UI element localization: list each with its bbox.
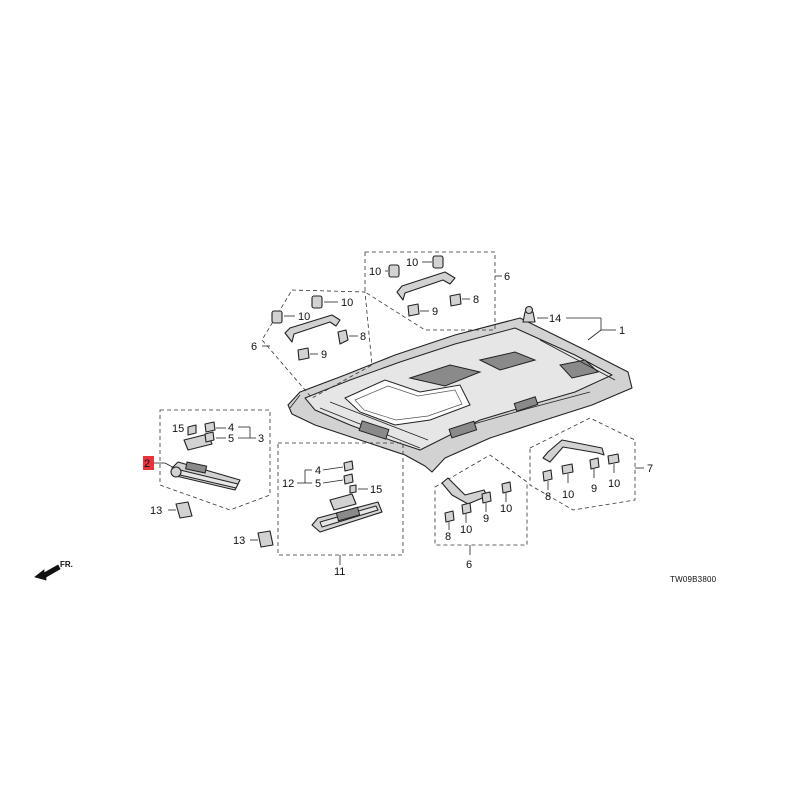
callout-10-r-a: 10 xyxy=(562,489,574,501)
callout-6-b: 6 xyxy=(466,559,472,571)
screw-15-icon xyxy=(349,484,357,494)
center-sunvisor-kit: 4 5 12 15 11 13 xyxy=(233,442,404,578)
left-sunvisor-kit: 2 15 4 5 3 13 xyxy=(143,409,271,519)
callout-10-r-b: 10 xyxy=(608,478,620,490)
cap-5-icon xyxy=(343,473,354,485)
callout-11: 11 xyxy=(334,566,345,578)
cap-5-icon xyxy=(204,431,215,443)
clip-8-icon xyxy=(444,510,455,523)
callout-2: 2 xyxy=(144,458,150,470)
callout-9-r: 9 xyxy=(591,483,597,495)
callout-6-tr: 6 xyxy=(504,271,510,283)
clip-8-icon xyxy=(449,293,462,307)
cap-4-icon xyxy=(343,460,354,472)
cover-10-icon xyxy=(501,481,512,494)
cover-10-icon xyxy=(271,310,283,324)
front-direction-arrow: FR. xyxy=(34,560,73,581)
cover-10-icon xyxy=(388,264,400,278)
callout-1: 1 xyxy=(619,325,625,337)
callout-3: 3 xyxy=(258,433,264,445)
callout-10-b-a: 10 xyxy=(460,524,472,536)
callout-9-b: 9 xyxy=(483,513,489,525)
callout-8-tl: 8 xyxy=(360,331,366,343)
highlight-part-2 xyxy=(143,456,154,470)
callout-5-m: 5 xyxy=(315,478,321,490)
callout-10-tr-a: 10 xyxy=(369,266,381,278)
grab-handle-kit-top-left: 10 10 8 9 6 xyxy=(251,289,373,399)
callout-15-m: 15 xyxy=(370,484,382,496)
cover-10-icon xyxy=(432,255,444,269)
cover-10-icon xyxy=(607,453,620,465)
grab-handle-kit-right: 8 10 9 10 7 xyxy=(529,417,653,511)
front-arrow-label: FR. xyxy=(60,560,73,569)
callout-13-l: 13 xyxy=(150,505,162,517)
callout-8-b: 8 xyxy=(445,531,451,543)
diagram-code: TW09B3800 xyxy=(670,575,717,584)
callout-8-r: 8 xyxy=(545,491,551,503)
callout-12: 12 xyxy=(282,478,294,490)
headlining-panel xyxy=(287,305,633,473)
grab-handle-kit-top-right: 10 10 8 9 6 xyxy=(364,251,510,331)
cover-10-icon xyxy=(561,463,574,475)
clip-8-icon xyxy=(337,329,349,345)
cover-10-icon xyxy=(311,295,323,309)
clip-9-icon xyxy=(297,347,310,361)
holder-13-center-icon xyxy=(257,530,274,548)
callout-9-tl: 9 xyxy=(321,349,327,361)
holder-13-left-icon xyxy=(175,501,193,519)
callout-6-tl: 6 xyxy=(251,341,257,353)
cap-4-icon xyxy=(204,421,216,433)
grab-handle-kit-bottom: 8 10 9 10 6 xyxy=(434,454,528,571)
clip-9-icon xyxy=(481,491,492,504)
callout-14: 14 xyxy=(549,313,561,325)
cover-10-icon xyxy=(461,502,472,515)
callout-1-group: 14 1 xyxy=(537,313,625,341)
clip-9-icon xyxy=(407,303,420,317)
callout-4-l: 4 xyxy=(228,422,234,434)
front-arrow-icon xyxy=(34,564,61,581)
callout-8-tr: 8 xyxy=(473,294,479,306)
callout-10-tr-b: 10 xyxy=(406,257,418,269)
mirror-cover-icon xyxy=(329,493,357,511)
callout-7: 7 xyxy=(647,463,653,475)
callout-5-l: 5 xyxy=(228,433,234,445)
callout-10-tl-b: 10 xyxy=(341,297,353,309)
callout-4-m: 4 xyxy=(315,465,321,477)
callout-9-tr: 9 xyxy=(432,306,438,318)
callout-13-m: 13 xyxy=(233,535,245,547)
clip-9-icon xyxy=(589,457,600,470)
screw-15-icon xyxy=(187,424,197,436)
callout-10-tl-a: 10 xyxy=(298,311,310,323)
clip-8-icon xyxy=(542,469,553,482)
callout-10-b-b: 10 xyxy=(500,503,512,515)
callout-15-l: 15 xyxy=(172,423,184,435)
